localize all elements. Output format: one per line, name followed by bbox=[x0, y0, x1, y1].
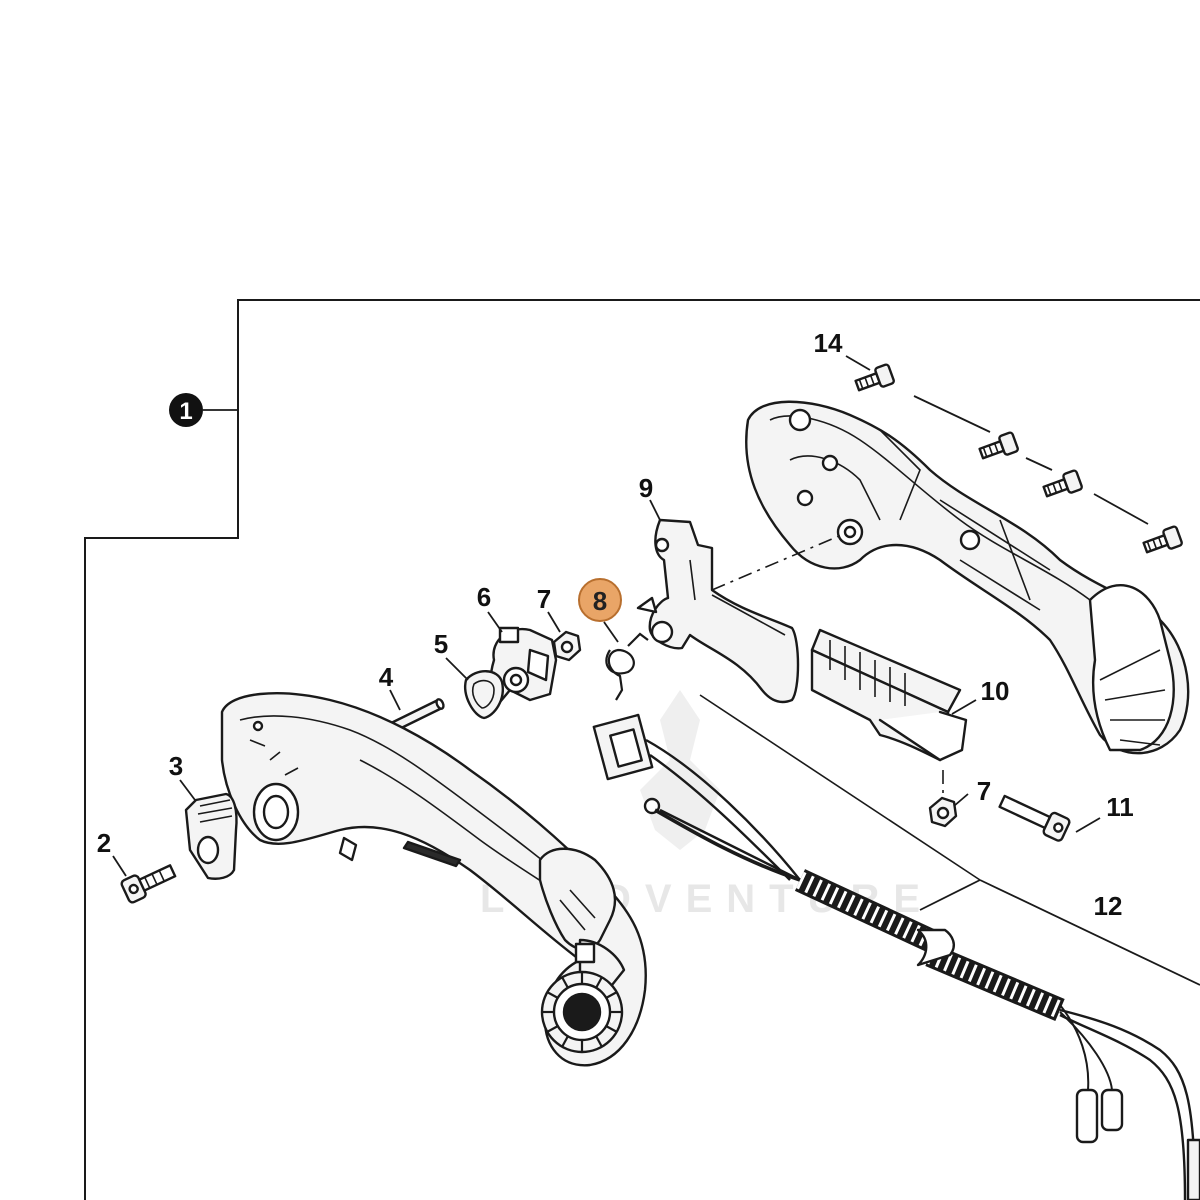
callout-labels: 2 3 4 5 6 7 9 10 7 11 12 14 bbox=[97, 328, 1134, 921]
assembly-badge[interactable]: 1 bbox=[169, 393, 203, 427]
part-8-spring bbox=[605, 632, 649, 701]
callout-8-highlight[interactable]: 8 bbox=[578, 578, 622, 622]
part-5-cam bbox=[464, 670, 504, 720]
alignment-line bbox=[711, 532, 847, 591]
callout-7-upper[interactable]: 7 bbox=[537, 584, 551, 614]
part-11-screw bbox=[998, 794, 1071, 842]
handle-body-main bbox=[220, 692, 647, 1067]
callout-12[interactable]: 12 bbox=[1094, 891, 1123, 921]
callout-8[interactable]: 8 bbox=[593, 586, 607, 616]
part-2-screw bbox=[120, 864, 177, 904]
callout-6[interactable]: 6 bbox=[477, 582, 491, 612]
handle-toothed-wheel bbox=[540, 970, 624, 1054]
part-14-screws bbox=[854, 363, 1183, 554]
part-7-nut-upper bbox=[552, 630, 582, 662]
part-7-nut-lower bbox=[928, 796, 958, 828]
part-9-trigger bbox=[636, 518, 800, 704]
handle-shell-right bbox=[745, 400, 1190, 755]
callout-9[interactable]: 9 bbox=[639, 473, 653, 503]
assembly-bracket bbox=[84, 299, 1200, 1200]
callout-leaders bbox=[112, 355, 1101, 877]
callout-3[interactable]: 3 bbox=[169, 751, 183, 781]
part-10-module bbox=[810, 628, 968, 762]
callout-11[interactable]: 11 bbox=[1106, 792, 1134, 822]
part-12-harness bbox=[592, 694, 1200, 1200]
callout-14[interactable]: 14 bbox=[814, 328, 843, 358]
part-3-button bbox=[184, 792, 238, 880]
callout-5[interactable]: 5 bbox=[434, 629, 448, 659]
callout-10[interactable]: 10 bbox=[981, 676, 1010, 706]
part-6-switch bbox=[489, 626, 558, 704]
assembly-number: 1 bbox=[179, 398, 192, 425]
callout-2[interactable]: 2 bbox=[97, 828, 111, 858]
callout-7-lower[interactable]: 7 bbox=[977, 776, 991, 806]
callout-4[interactable]: 4 bbox=[379, 662, 394, 692]
